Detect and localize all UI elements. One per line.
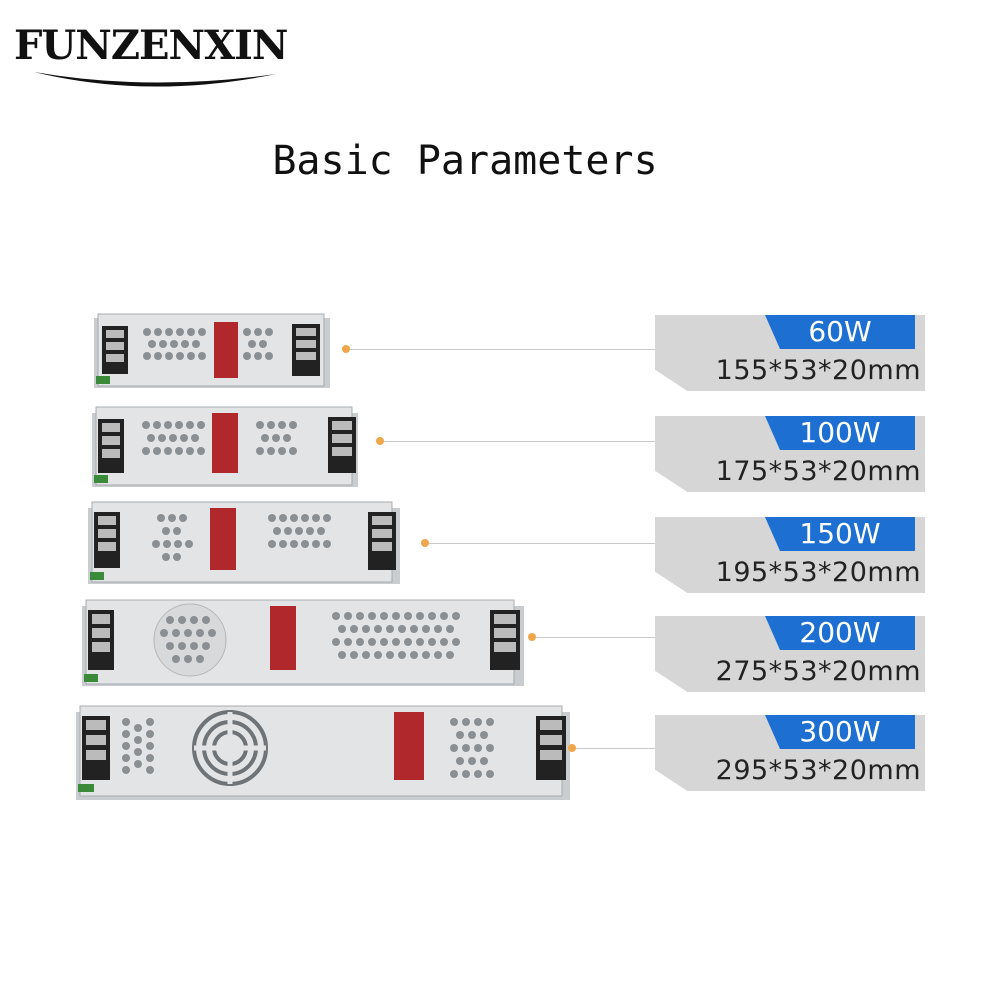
- spec-label-60w: 60W 155*53*20mm: [655, 315, 925, 391]
- wattage-badge: 200W: [765, 616, 915, 650]
- spec-label-100w: 100W 175*53*20mm: [655, 416, 925, 492]
- psu-image-100w: [90, 405, 360, 491]
- wattage-badge: 150W: [765, 517, 915, 551]
- wattage-badge: 60W: [765, 315, 915, 349]
- leader-line-100w: [384, 441, 656, 442]
- spec-label-150w: 150W 195*53*20mm: [655, 517, 925, 593]
- dimensions-text: 195*53*20mm: [715, 557, 921, 588]
- wattage-badge: 300W: [765, 715, 915, 749]
- brand-name: FUNZENXIN: [14, 22, 288, 69]
- psu-image-60w: [92, 312, 332, 392]
- wattage-badge: 100W: [765, 416, 915, 450]
- leader-line-300w: [576, 748, 656, 749]
- leader-dot-60w: [342, 345, 350, 353]
- psu-image-200w: [80, 598, 526, 690]
- logo-swoosh: [34, 72, 276, 87]
- leader-dot-150w: [421, 539, 429, 547]
- dimensions-text: 175*53*20mm: [715, 456, 921, 487]
- dimensions-text: 275*53*20mm: [715, 656, 921, 687]
- leader-dot-100w: [376, 437, 384, 445]
- leader-line-60w: [350, 349, 656, 350]
- spec-label-200w: 200W 275*53*20mm: [655, 616, 925, 692]
- psu-image-150w: [86, 500, 402, 588]
- brand-logo: FUNZENXIN: [14, 20, 288, 90]
- psu-image-300w: [74, 704, 572, 804]
- leader-dot-300w: [568, 744, 576, 752]
- dimensions-text: 295*53*20mm: [715, 755, 921, 786]
- page-title: Basic Parameters: [272, 138, 658, 184]
- spec-label-300w: 300W 295*53*20mm: [655, 715, 925, 791]
- leader-dot-200w: [528, 633, 536, 641]
- leader-line-200w: [536, 637, 656, 638]
- dimensions-text: 155*53*20mm: [715, 355, 921, 386]
- leader-line-150w: [429, 543, 656, 544]
